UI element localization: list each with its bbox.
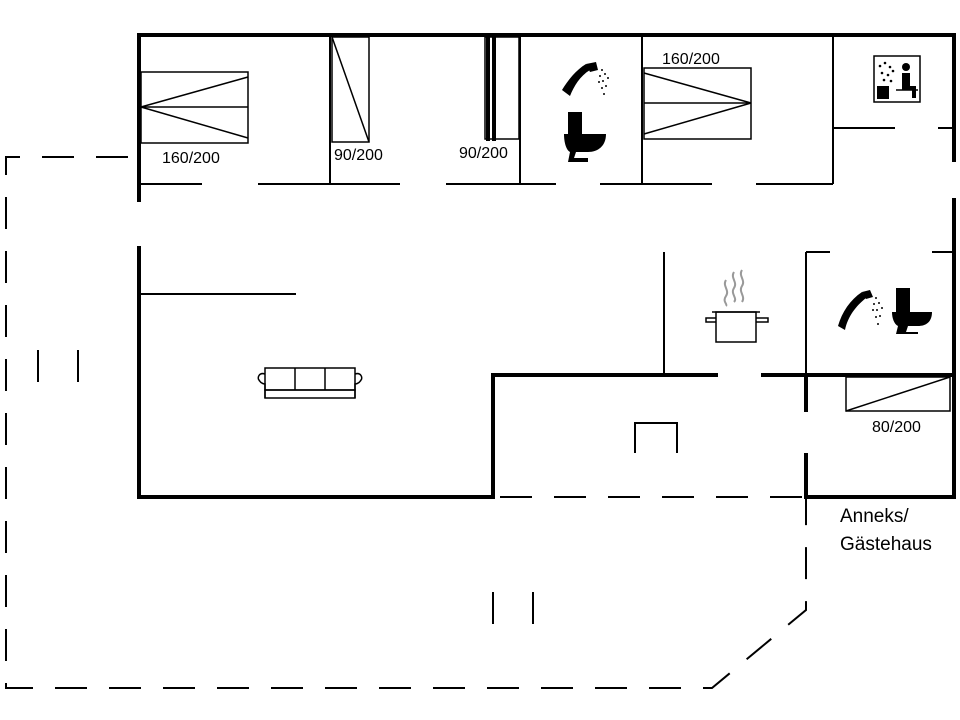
toilet-icon [564,112,606,162]
bed-icon [643,67,752,140]
annex-label-line1: Anneks/ [840,506,909,527]
bed-icon [484,35,520,141]
cooking-pot-icon [705,269,769,343]
annex-label-line2: Gästehaus [840,534,932,555]
bed-icon [845,376,951,412]
shower-icon [562,62,609,96]
bed-icon [331,36,370,143]
fireplace-icon [634,422,678,453]
bed-label-3: 90/200 [459,145,508,162]
bed-label-2: 90/200 [334,147,383,164]
toilet-icon [892,288,932,334]
bed-label-4: 160/200 [662,51,720,68]
sauna-icon [873,55,921,103]
bed-icon [140,71,249,144]
shower-icon [838,290,883,330]
bed-label-1: 160/200 [162,150,220,167]
walls [137,33,956,499]
bed-label-5: 80/200 [872,419,921,436]
terrace-outline [5,156,807,689]
sofa-icon [257,367,363,399]
